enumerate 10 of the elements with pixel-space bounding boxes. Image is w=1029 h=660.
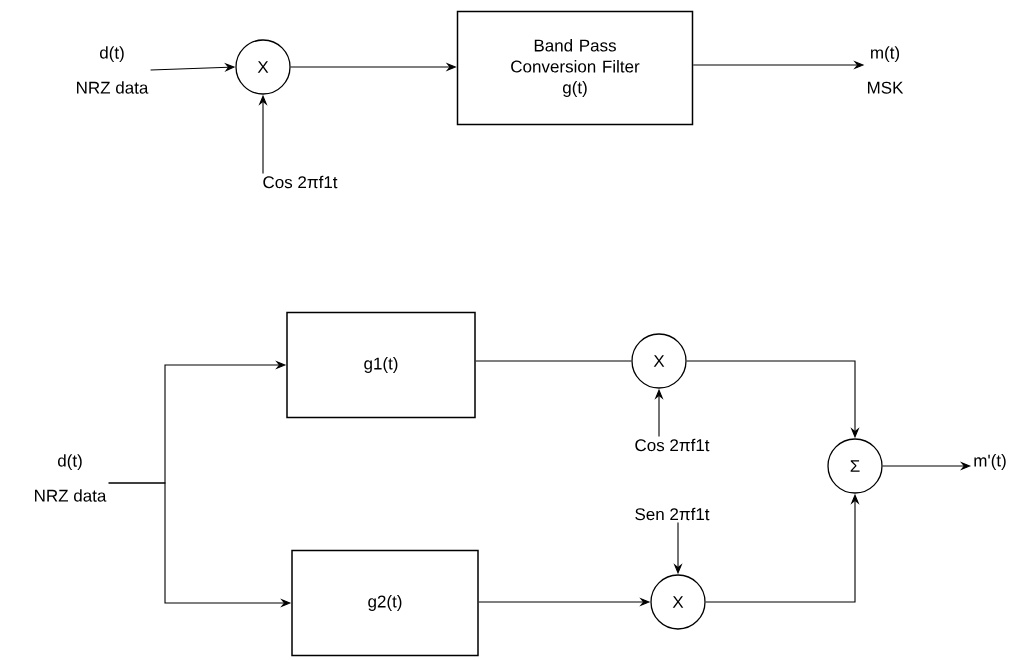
carrier-label: Cos 2πf1t	[263, 175, 338, 189]
filter-box: Band Pass Conversion Filter g(t)	[456, 10, 694, 126]
filter-box: g2(t)	[291, 549, 479, 657]
input-label: d(t) NRZ data	[35, 454, 107, 502]
input-label: d(t) NRZ data	[77, 46, 149, 94]
filter-box: g1(t)	[286, 311, 476, 419]
output-label: m(t) MSK	[868, 46, 904, 94]
carrier-label: Cos 2πf1t	[635, 438, 710, 452]
output-label: m'(t)	[974, 454, 1006, 470]
carrier-label: Sen 2πf1t	[635, 507, 710, 521]
